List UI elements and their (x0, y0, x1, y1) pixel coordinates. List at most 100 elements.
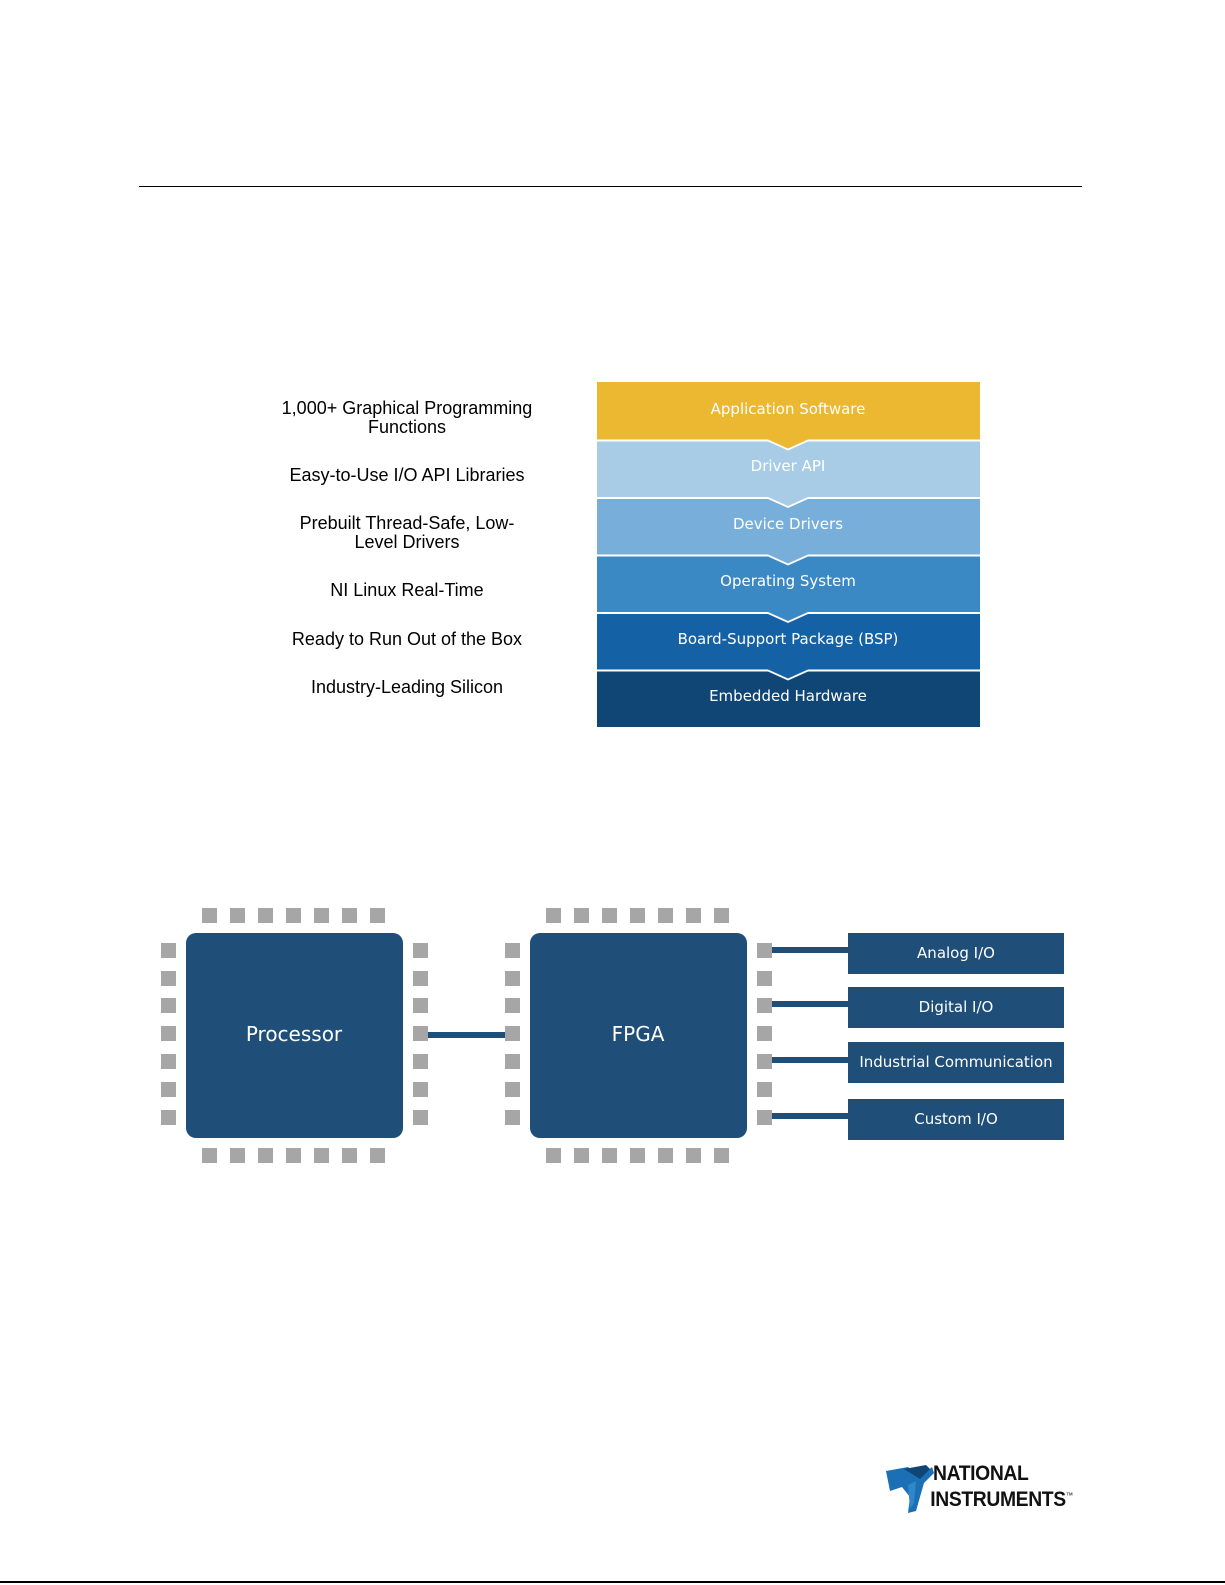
chip-pin (161, 1026, 176, 1041)
chip-pin (630, 908, 645, 923)
software-stack-diagram: Application Software Driver API Device D… (597, 382, 980, 727)
chip-pin (314, 908, 329, 923)
chip-pin (546, 908, 561, 923)
chip-pin (505, 943, 520, 958)
chip-pin (413, 998, 428, 1013)
logo-instruments-text: INSTRUMENTS (930, 1488, 1066, 1511)
chip-pin (413, 1082, 428, 1097)
io-label-analog: Analog I/O (917, 944, 995, 962)
logo-line-national: NATIONAL (933, 1462, 1029, 1485)
chip-pin (602, 1148, 617, 1163)
chip-pin (505, 1026, 520, 1041)
chip-pin (757, 943, 772, 958)
stack-layer-band (597, 382, 980, 449)
stack-layer-band (597, 671, 980, 727)
chip-pin (602, 908, 617, 923)
feature-label-drivers: Prebuilt Thread-Safe, Low-Level Drivers (299, 513, 515, 552)
chip-pin (686, 908, 701, 923)
chip-pin (505, 1110, 520, 1125)
chip-pin (370, 908, 385, 923)
io-label-digital: Digital I/O (919, 998, 994, 1016)
io-connector-line (772, 1001, 848, 1007)
chip-pin (505, 971, 520, 986)
logo-line-instruments: INSTRUMENTS™ (930, 1485, 1073, 1511)
chip-pin (413, 971, 428, 986)
stack-layer-embedded-hardware: Embedded Hardware (709, 687, 867, 705)
chip-pin (161, 943, 176, 958)
stack-layer-application-software: Application Software (711, 400, 866, 418)
chip-pin (413, 1054, 428, 1069)
io-block-custom (848, 1099, 1064, 1140)
fpga-label: FPGA (612, 1022, 665, 1046)
processor-label: Processor (246, 1022, 343, 1046)
stack-layer-device-drivers: Device Drivers (733, 515, 843, 533)
chip-pin (413, 1026, 428, 1041)
chip-pin (258, 908, 273, 923)
footer-rule (0, 1581, 1225, 1583)
chip-pin (574, 1148, 589, 1163)
io-block-digital (848, 987, 1064, 1028)
chip-pin (258, 1148, 273, 1163)
chip-pin (370, 1148, 385, 1163)
chip-pin (505, 1054, 520, 1069)
chip-pin (714, 908, 729, 923)
chip-pin (686, 1148, 701, 1163)
chip-pin (714, 1148, 729, 1163)
chip-pin (658, 1148, 673, 1163)
header-rule (139, 186, 1082, 187)
io-connector-line (772, 1057, 848, 1063)
national-instruments-logo: NATIONAL INSTRUMENTS™ (886, 1463, 1086, 1515)
chip-pin (757, 1082, 772, 1097)
stack-layer-bsp: Board-Support Package (BSP) (678, 630, 899, 648)
stack-layer-band (597, 556, 980, 621)
stack-layer-driver-api: Driver API (751, 457, 826, 475)
chip-pin (630, 1148, 645, 1163)
stack-layer-band (597, 499, 980, 564)
chip-pin (286, 1148, 301, 1163)
chip-pin (413, 943, 428, 958)
stack-layer-band (597, 441, 980, 506)
io-label-industrial-communication: Industrial Communication (859, 1053, 1052, 1071)
io-block-analog (848, 933, 1064, 974)
processor-fpga-bus (428, 1032, 505, 1038)
chip-pin (286, 908, 301, 923)
chip-pin (757, 1026, 772, 1041)
chip-pin (546, 1148, 561, 1163)
eagle-icon (886, 1465, 934, 1513)
chip-pin (342, 1148, 357, 1163)
chip-pin (314, 1148, 329, 1163)
chip-pin (230, 1148, 245, 1163)
feature-label-io-api: Easy-to-Use I/O API Libraries (289, 465, 525, 485)
chip-pin (757, 1110, 772, 1125)
chip-pin (202, 1148, 217, 1163)
logo-trademark: ™ (1065, 1491, 1073, 1500)
feature-label-os: NI Linux Real-Time (330, 580, 484, 600)
chip-pin (413, 1110, 428, 1125)
feature-label-silicon: Industry-Leading Silicon (310, 677, 504, 697)
chip-pin (161, 1082, 176, 1097)
chip-pin (342, 908, 357, 923)
io-block-industrial-communication (848, 1042, 1064, 1083)
chip-pin (505, 1082, 520, 1097)
io-connector-line (772, 947, 848, 953)
chip-pin (658, 908, 673, 923)
logo-wordmark: NATIONAL INSTRUMENTS™ (930, 1462, 1073, 1511)
chip-pin (202, 908, 217, 923)
chip-pin (757, 971, 772, 986)
chip-pin (161, 1110, 176, 1125)
stack-layer-operating-system: Operating System (720, 572, 856, 590)
feature-label-ready: Ready to Run Out of the Box (291, 629, 523, 649)
chip-pin (161, 1054, 176, 1069)
stack-layer-band (597, 614, 980, 679)
chip-pin (230, 908, 245, 923)
chip-pin (757, 998, 772, 1013)
fpga-chip (530, 933, 747, 1138)
io-connector-line (772, 1113, 848, 1119)
chip-pin (757, 1054, 772, 1069)
processor-chip (186, 933, 403, 1138)
io-label-custom: Custom I/O (914, 1110, 998, 1128)
chip-pin (161, 971, 176, 986)
chip-pin (161, 998, 176, 1013)
